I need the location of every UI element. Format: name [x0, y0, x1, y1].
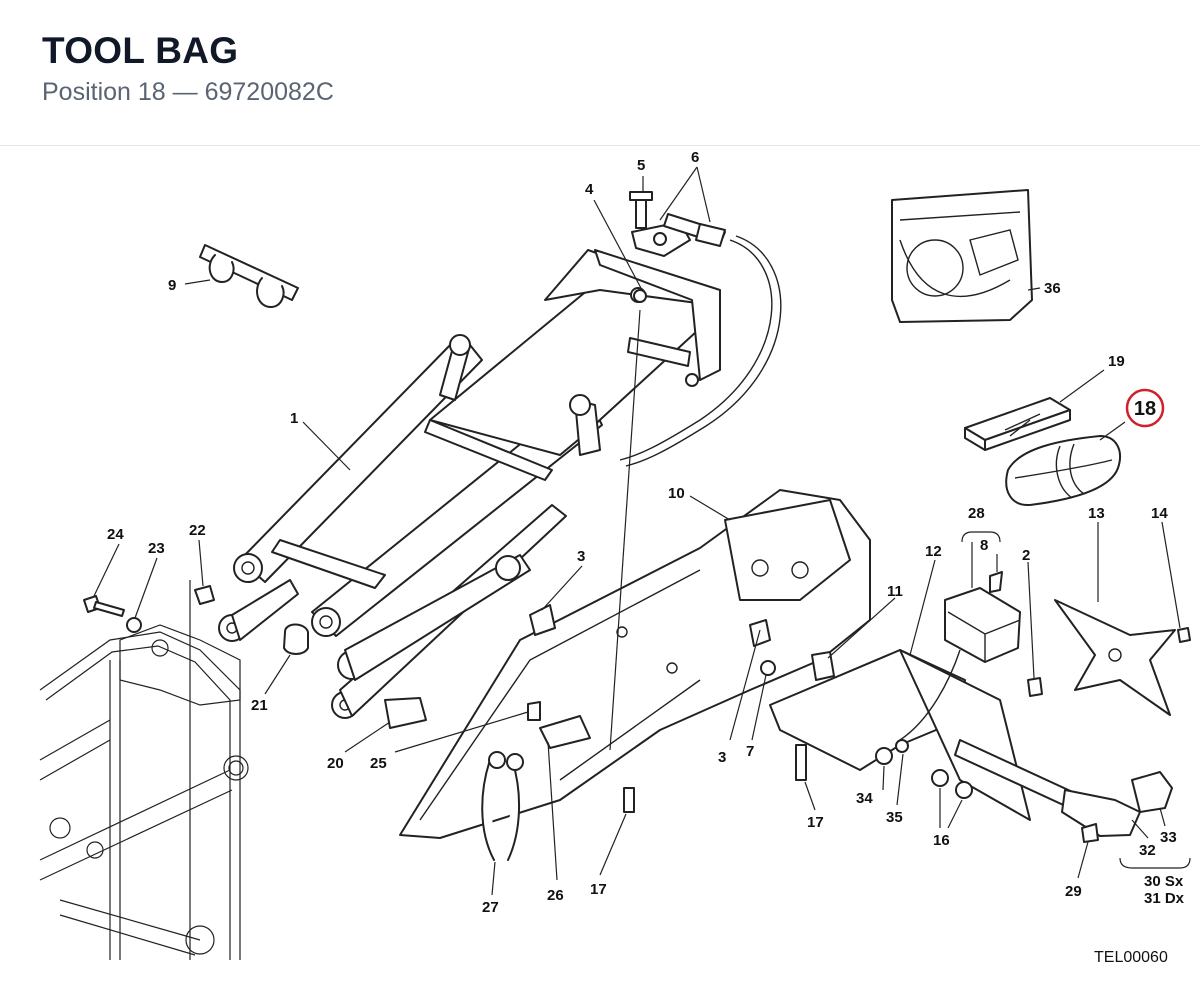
callout-16: 16	[933, 832, 950, 849]
highlight-label: 18	[1134, 398, 1156, 420]
callout-34: 34	[856, 790, 873, 807]
callout-32: 32	[1139, 842, 1156, 859]
callout-3-lower: 3	[718, 749, 726, 766]
callout-31-dx: 31 Dx	[1144, 890, 1185, 907]
callout-labels: 1 2 3 3 4 5 6 7 8 9 10 11 12 13 14 16 17…	[107, 149, 1185, 916]
owners-manual-19	[964, 397, 1071, 451]
front-frame-section	[39, 580, 249, 960]
page-header: TOOL BAG Position 18 — 69720082C	[0, 0, 1200, 146]
part-position-subtitle: Position 18 — 69720082C	[42, 78, 334, 106]
tool-bag-18	[1005, 435, 1121, 507]
indicator-bracket-13	[1054, 599, 1176, 716]
callout-28: 28	[968, 505, 985, 522]
callout-20: 20	[327, 755, 344, 772]
callout-6: 6	[691, 149, 699, 166]
callout-12: 12	[925, 543, 942, 560]
tail-light-inset-36	[891, 189, 1033, 323]
callout-24: 24	[107, 526, 124, 543]
callout-17-left: 17	[590, 881, 607, 898]
bracket-clamp-9	[199, 244, 299, 309]
seat-latch-assembly	[619, 191, 782, 467]
callout-19: 19	[1108, 353, 1125, 370]
relay-box-28	[899, 587, 1021, 741]
highlight-circle	[1125, 388, 1165, 428]
callout-3-upper: 3	[577, 548, 585, 565]
callout-27: 27	[482, 899, 499, 916]
callout-29: 29	[1065, 883, 1082, 900]
callout-1: 1	[290, 410, 298, 427]
callout-26: 26	[547, 887, 564, 904]
callout-17-right: 17	[807, 814, 824, 831]
callout-7: 7	[746, 743, 754, 760]
callout-30-sx: 30 Sx	[1144, 873, 1184, 890]
callout-23: 23	[148, 540, 165, 557]
callout-35: 35	[886, 809, 903, 826]
rear-subframe-1	[218, 249, 721, 719]
highlighted-callout-18: 18	[1125, 388, 1165, 428]
page-title: TOOL BAG	[42, 30, 239, 71]
callout-33: 33	[1160, 829, 1177, 846]
drawing-code: TEL00060	[1094, 949, 1168, 966]
callout-21: 21	[251, 697, 268, 714]
callout-2: 2	[1022, 547, 1030, 564]
rear-undertray-10	[399, 489, 871, 839]
callout-25: 25	[370, 755, 387, 772]
callout-9: 9	[168, 277, 176, 294]
callout-36: 36	[1044, 280, 1061, 297]
callout-14: 14	[1151, 505, 1168, 522]
leader-lines	[93, 166, 1191, 896]
callout-4: 4	[585, 181, 594, 198]
fasteners	[83, 571, 1191, 861]
callout-8: 8	[980, 537, 988, 554]
tail-unit-12	[769, 649, 1091, 821]
callout-10: 10	[668, 485, 685, 502]
callout-13: 13	[1088, 505, 1105, 522]
callout-22: 22	[189, 522, 206, 539]
callout-5: 5	[637, 157, 645, 174]
callout-11: 11	[887, 583, 903, 600]
indicator-lamps	[1061, 771, 1173, 837]
